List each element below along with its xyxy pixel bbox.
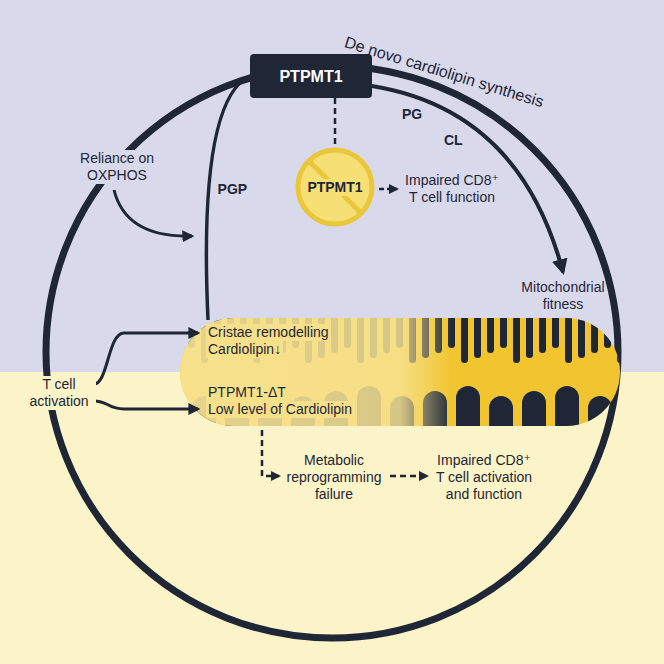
metabolite-label: PGP [218,181,248,198]
pathway-cycle: PTPMT1PTPMT1Cristae remodellingCardiolip… [42,62,622,642]
activation-arrow [94,401,198,409]
condition-label: T cell activation [22,376,96,410]
mito-note: PTPMT1-ΔT [206,384,288,401]
pathway-connector [206,76,250,320]
enzyme-name: PTPMT1 [305,179,364,196]
metabolite-label: CL [444,132,463,149]
mito-note: Cardiolipin↓ [206,341,283,358]
dashed-arrow [262,430,279,476]
mito-body [180,318,620,426]
oxphos-arrow [114,190,192,236]
remodel-fade [180,318,620,426]
enzyme-name: PTPMT1 [279,68,342,85]
mito-matrix [180,318,620,426]
metabolite-label: PG [402,106,422,123]
condition-label: Reliance on OXPHOS [62,150,172,184]
outcome-label: Metabolic reprogramming failure [284,452,384,503]
synthesis-arrow [372,86,563,272]
outcome-label: Impaired CD8⁺ T cell function [402,172,502,206]
activation-arrow [94,333,198,384]
mito-note: Cristae remodelling [206,324,331,341]
mitochondrion: Cristae remodellingCardiolipin↓ PTPMT1-ΔT… [180,318,620,426]
outcome-label: Impaired CD8⁺ T cell activation and func… [432,452,536,503]
inhibited-enzyme: PTPMT1 [295,147,375,227]
outcome-label: Mitochondrial fitness [505,279,621,313]
dashed-arrow [390,475,427,478]
mito-note: Low level of Cardiolipin [206,401,354,418]
pathway-connector [334,98,337,147]
enzyme-block-fill [250,54,372,98]
dashed-arrow [379,188,397,191]
inhibit-ring [298,150,372,224]
enzyme-block: PTPMT1 [250,54,372,98]
